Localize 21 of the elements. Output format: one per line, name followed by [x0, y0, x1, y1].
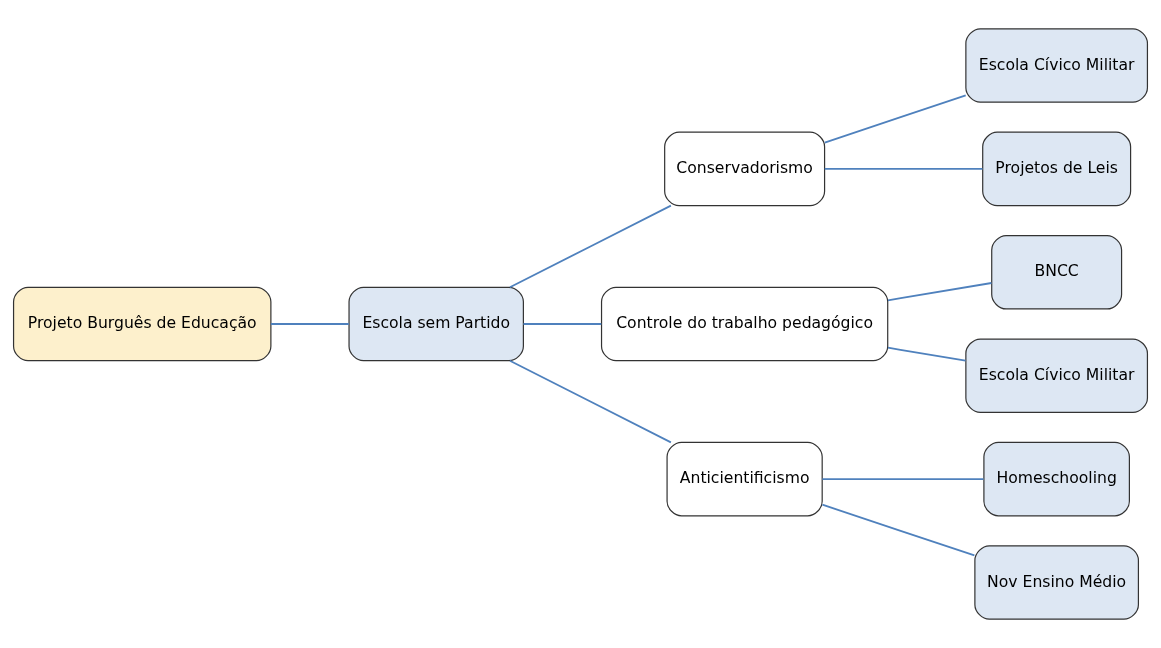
node-box: Anticientificismo — [666, 441, 823, 517]
connector — [821, 503, 976, 557]
connector — [821, 478, 985, 480]
node-box: Homeschooling — [983, 441, 1130, 517]
node-box: Projetos de Leis — [982, 131, 1132, 207]
connector — [887, 282, 993, 302]
connector — [522, 323, 603, 325]
connector — [887, 346, 967, 362]
connector — [509, 204, 672, 289]
node-box: Escola Cívico Militar — [965, 28, 1149, 103]
connector — [823, 94, 967, 144]
connector — [509, 359, 672, 444]
node-box: Projeto Burguês de Educação — [12, 286, 272, 362]
connector — [823, 168, 984, 170]
node-box: Escola Cívico Militar — [965, 338, 1149, 413]
node-box: BNCC — [991, 235, 1123, 310]
node-box: Escola sem Partido — [348, 286, 524, 362]
node-box: Conservadorismo — [664, 131, 826, 207]
node-box: Nov Ensino Médio — [974, 545, 1139, 620]
connector — [270, 323, 350, 325]
node-box: Controle do trabalho pedagógico — [600, 286, 889, 362]
